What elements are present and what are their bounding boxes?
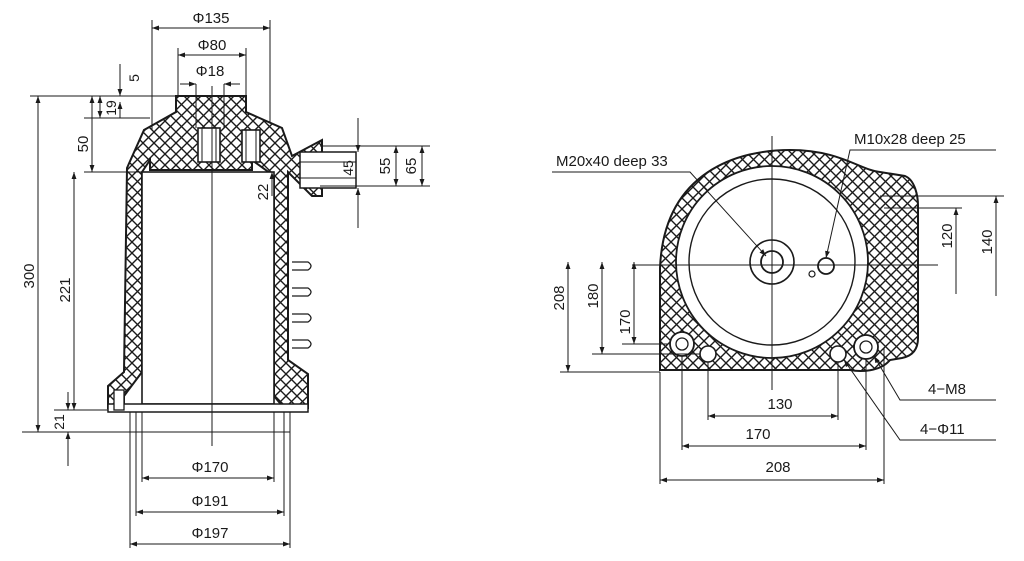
top-extension-lines — [560, 195, 1004, 484]
dimension-lines — [35, 25, 425, 547]
label-55: 55 — [377, 158, 394, 175]
note-4-phi11: 4−Φ11 — [920, 421, 965, 438]
side-view: Φ135 Φ80 Φ18 5 19 50 300 221 21 22 45 55… — [21, 10, 430, 548]
label-208-vertical: 208 — [551, 285, 568, 310]
label-22: 22 — [255, 184, 272, 201]
m8-hole-left — [669, 331, 695, 357]
phi11-hole-right — [829, 345, 847, 363]
bottom-flange — [107, 403, 309, 413]
label-208-horizontal: 208 — [765, 459, 790, 476]
m8-hole-right — [853, 334, 879, 360]
label-45: 45 — [340, 160, 356, 176]
label-50: 50 — [75, 136, 92, 153]
bottom-insert — [113, 389, 125, 411]
side-insert — [241, 129, 261, 163]
label-221: 221 — [57, 277, 74, 302]
note-m20: M20x40 deep 33 — [556, 153, 668, 170]
label-140: 140 — [979, 229, 996, 254]
label-phi191: Φ191 — [192, 493, 229, 510]
note-4-m8: 4−M8 — [928, 381, 966, 398]
label-65: 65 — [403, 158, 420, 175]
label-phi18: Φ18 — [196, 63, 225, 80]
m10-marker — [808, 270, 816, 278]
label-300: 300 — [21, 263, 38, 288]
label-170-vertical: 170 — [617, 309, 634, 334]
phi11-hole-left — [699, 345, 717, 363]
label-170-horizontal: 170 — [745, 426, 770, 443]
side-tube — [299, 151, 357, 189]
outer-outline — [659, 149, 919, 371]
label-phi80: Φ80 — [198, 37, 227, 54]
leader-lines — [552, 149, 996, 441]
label-phi197: Φ197 — [192, 525, 229, 542]
center-insert — [197, 127, 221, 163]
label-19: 19 — [103, 100, 119, 116]
label-120: 120 — [939, 223, 956, 248]
label-phi135: Φ135 — [193, 10, 230, 27]
rib-sheds — [292, 261, 312, 349]
label-phi170: Φ170 — [192, 459, 229, 476]
m10-hole — [817, 257, 835, 275]
label-5: 5 — [126, 74, 142, 82]
top-view: M20x40 deep 33 M10x28 deep 25 120 140 20… — [551, 131, 1004, 484]
label-180: 180 — [585, 283, 602, 308]
label-130: 130 — [767, 396, 792, 413]
top-dimension-lines — [565, 196, 999, 483]
inner-cavity — [141, 171, 275, 405]
note-m10: M10x28 deep 25 — [854, 131, 966, 148]
label-21: 21 — [51, 414, 67, 430]
